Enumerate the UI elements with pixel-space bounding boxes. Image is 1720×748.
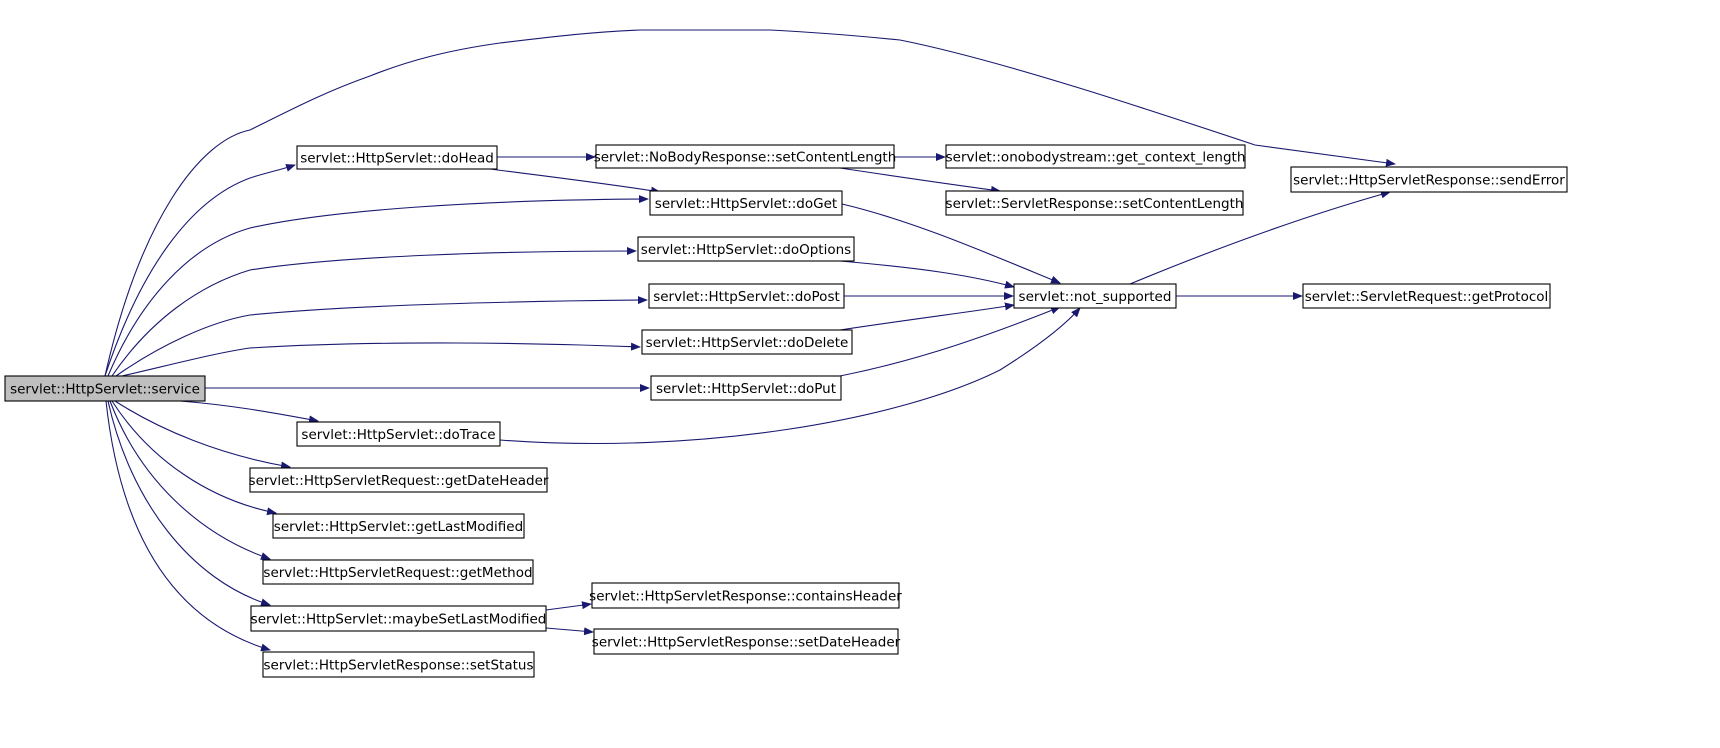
node-setStatus[interactable]: servlet::HttpServletResponse::setStatus: [262, 651, 535, 678]
edge-service-to-doOptions: [111, 247, 637, 377]
node-label: servlet::HttpServlet::doOptions: [641, 242, 851, 258]
edge-service-to-getLastModified: [111, 400, 277, 516]
node-label: servlet::HttpServletResponse::setStatus: [264, 658, 534, 674]
node-getProtocol[interactable]: servlet::ServletRequest::getProtocol: [1302, 283, 1551, 309]
node-box: [591, 582, 900, 609]
node-doDelete[interactable]: servlet::HttpServlet::doDelete: [641, 329, 853, 355]
node-notSupported[interactable]: servlet::not_supported: [1013, 283, 1177, 309]
node-getMethod[interactable]: servlet::HttpServletRequest::getMethod: [262, 559, 534, 585]
node-label: servlet::ServletResponse::setContentLeng…: [946, 196, 1244, 212]
edge-doHead-to-doGet: [489, 168, 661, 195]
node-label: servlet::not_supported: [1019, 289, 1172, 305]
node-box: [945, 190, 1244, 216]
edge-service-to-setStatus: [105, 400, 271, 652]
node-box: [262, 559, 534, 585]
edge-service-to-doGet: [107, 195, 649, 377]
node-box: [595, 144, 895, 169]
node-maybeSetLastModified[interactable]: servlet::HttpServlet::maybeSetLastModifi…: [250, 605, 547, 632]
node-box: [296, 421, 501, 447]
node-doGet[interactable]: servlet::HttpServlet::doGet: [649, 190, 843, 216]
node-doPost[interactable]: servlet::HttpServlet::doPost: [648, 283, 845, 309]
node-label: servlet::HttpServlet::doTrace: [301, 427, 495, 443]
edge-service-to-sendError: [104, 29, 1396, 377]
node-label: servlet::HttpServlet::doPost: [653, 289, 840, 305]
node-label: servlet::HttpServletResponse::containsHe…: [589, 589, 902, 605]
edge-doGet-to-notSupported: [841, 203, 1061, 284]
node-box: [4, 375, 206, 402]
node-label: servlet::HttpServletRequest::getMethod: [263, 565, 532, 581]
node-getContextLength[interactable]: servlet::onobodystream::get_context_leng…: [945, 144, 1246, 169]
node-getDateHeader[interactable]: servlet::HttpServletRequest::getDateHead…: [249, 467, 549, 493]
edge-service-to-doHead: [104, 164, 296, 377]
nodes-layer: servlet::HttpServlet::serviceservlet::Ht…: [4, 144, 1568, 678]
node-label: servlet::HttpServlet::doPut: [656, 381, 836, 397]
node-box: [249, 467, 548, 493]
node-doOptions[interactable]: servlet::HttpServlet::doOptions: [637, 236, 855, 262]
node-box: [1013, 283, 1177, 309]
edge-notSupported-to-sendError: [1129, 190, 1391, 285]
edge-maybeSetLastModified-to-setDateHeader: [545, 627, 594, 636]
node-label: servlet::HttpServletRequest::getDateHead…: [249, 473, 549, 489]
node-label: servlet::HttpServlet::service: [10, 382, 200, 398]
edge-service-to-getDateHeader: [114, 400, 291, 470]
edge-doTrace-to-notSupported: [499, 307, 1081, 445]
edge-maybeSetLastModified-to-containsHeader: [545, 601, 592, 611]
edges-layer: [104, 29, 1396, 652]
edge-nbSetContentLength-to-srSetContentLength: [839, 167, 1001, 194]
node-containsHeader[interactable]: servlet::HttpServletResponse::containsHe…: [589, 582, 902, 609]
node-label: servlet::HttpServlet::maybeSetLastModifi…: [251, 612, 547, 628]
node-label: servlet::HttpServlet::doGet: [655, 196, 837, 212]
node-setDateHeader[interactable]: servlet::HttpServletResponse::setDateHea…: [592, 628, 901, 655]
node-box: [1290, 166, 1568, 193]
node-box: [1302, 283, 1551, 309]
node-doPut[interactable]: servlet::HttpServlet::doPut: [650, 375, 842, 401]
node-label: servlet::HttpServlet::getLastModified: [274, 519, 523, 535]
node-box: [593, 628, 899, 655]
node-box: [250, 605, 547, 632]
edge-service-to-getMethod: [109, 400, 271, 560]
node-sendError[interactable]: servlet::HttpServletResponse::sendError: [1290, 166, 1568, 193]
node-label: servlet::ServletRequest::getProtocol: [1305, 289, 1549, 305]
node-doTrace[interactable]: servlet::HttpServlet::doTrace: [296, 421, 501, 447]
node-label: servlet::NoBodyResponse::setContentLengt…: [594, 150, 897, 166]
node-doHead[interactable]: servlet::HttpServlet::doHead: [296, 145, 498, 170]
node-box: [272, 513, 525, 539]
node-label: servlet::HttpServlet::doHead: [300, 151, 494, 167]
node-box: [296, 145, 498, 170]
node-box: [641, 329, 853, 355]
edge-doOptions-to-notSupported: [839, 260, 1015, 289]
node-box: [262, 651, 535, 678]
edge-doDelete-to-notSupported: [839, 302, 1015, 331]
node-getLastModified[interactable]: servlet::HttpServlet::getLastModified: [272, 513, 525, 539]
node-service[interactable]: servlet::HttpServlet::service: [4, 375, 206, 402]
edge-service-to-doDelete: [121, 342, 641, 377]
node-box: [945, 144, 1246, 169]
edge-service-to-maybeSetLastModified: [107, 400, 271, 607]
node-box: [648, 283, 845, 309]
node-label: servlet::HttpServletResponse::sendError: [1293, 173, 1565, 189]
node-label: servlet::HttpServletResponse::setDateHea…: [592, 635, 901, 651]
node-label: servlet::onobodystream::get_context_leng…: [946, 150, 1246, 166]
node-box: [649, 190, 843, 216]
edge-doPut-to-notSupported: [839, 306, 1061, 377]
edge-service-to-doPost: [115, 296, 648, 377]
edge-service-to-doTrace: [179, 400, 319, 424]
node-label: servlet::HttpServlet::doDelete: [646, 335, 849, 351]
node-srSetContentLength[interactable]: servlet::ServletResponse::setContentLeng…: [945, 190, 1244, 216]
node-box: [650, 375, 842, 401]
node-box: [637, 236, 855, 262]
node-nbSetContentLength[interactable]: servlet::NoBodyResponse::setContentLengt…: [594, 144, 897, 169]
